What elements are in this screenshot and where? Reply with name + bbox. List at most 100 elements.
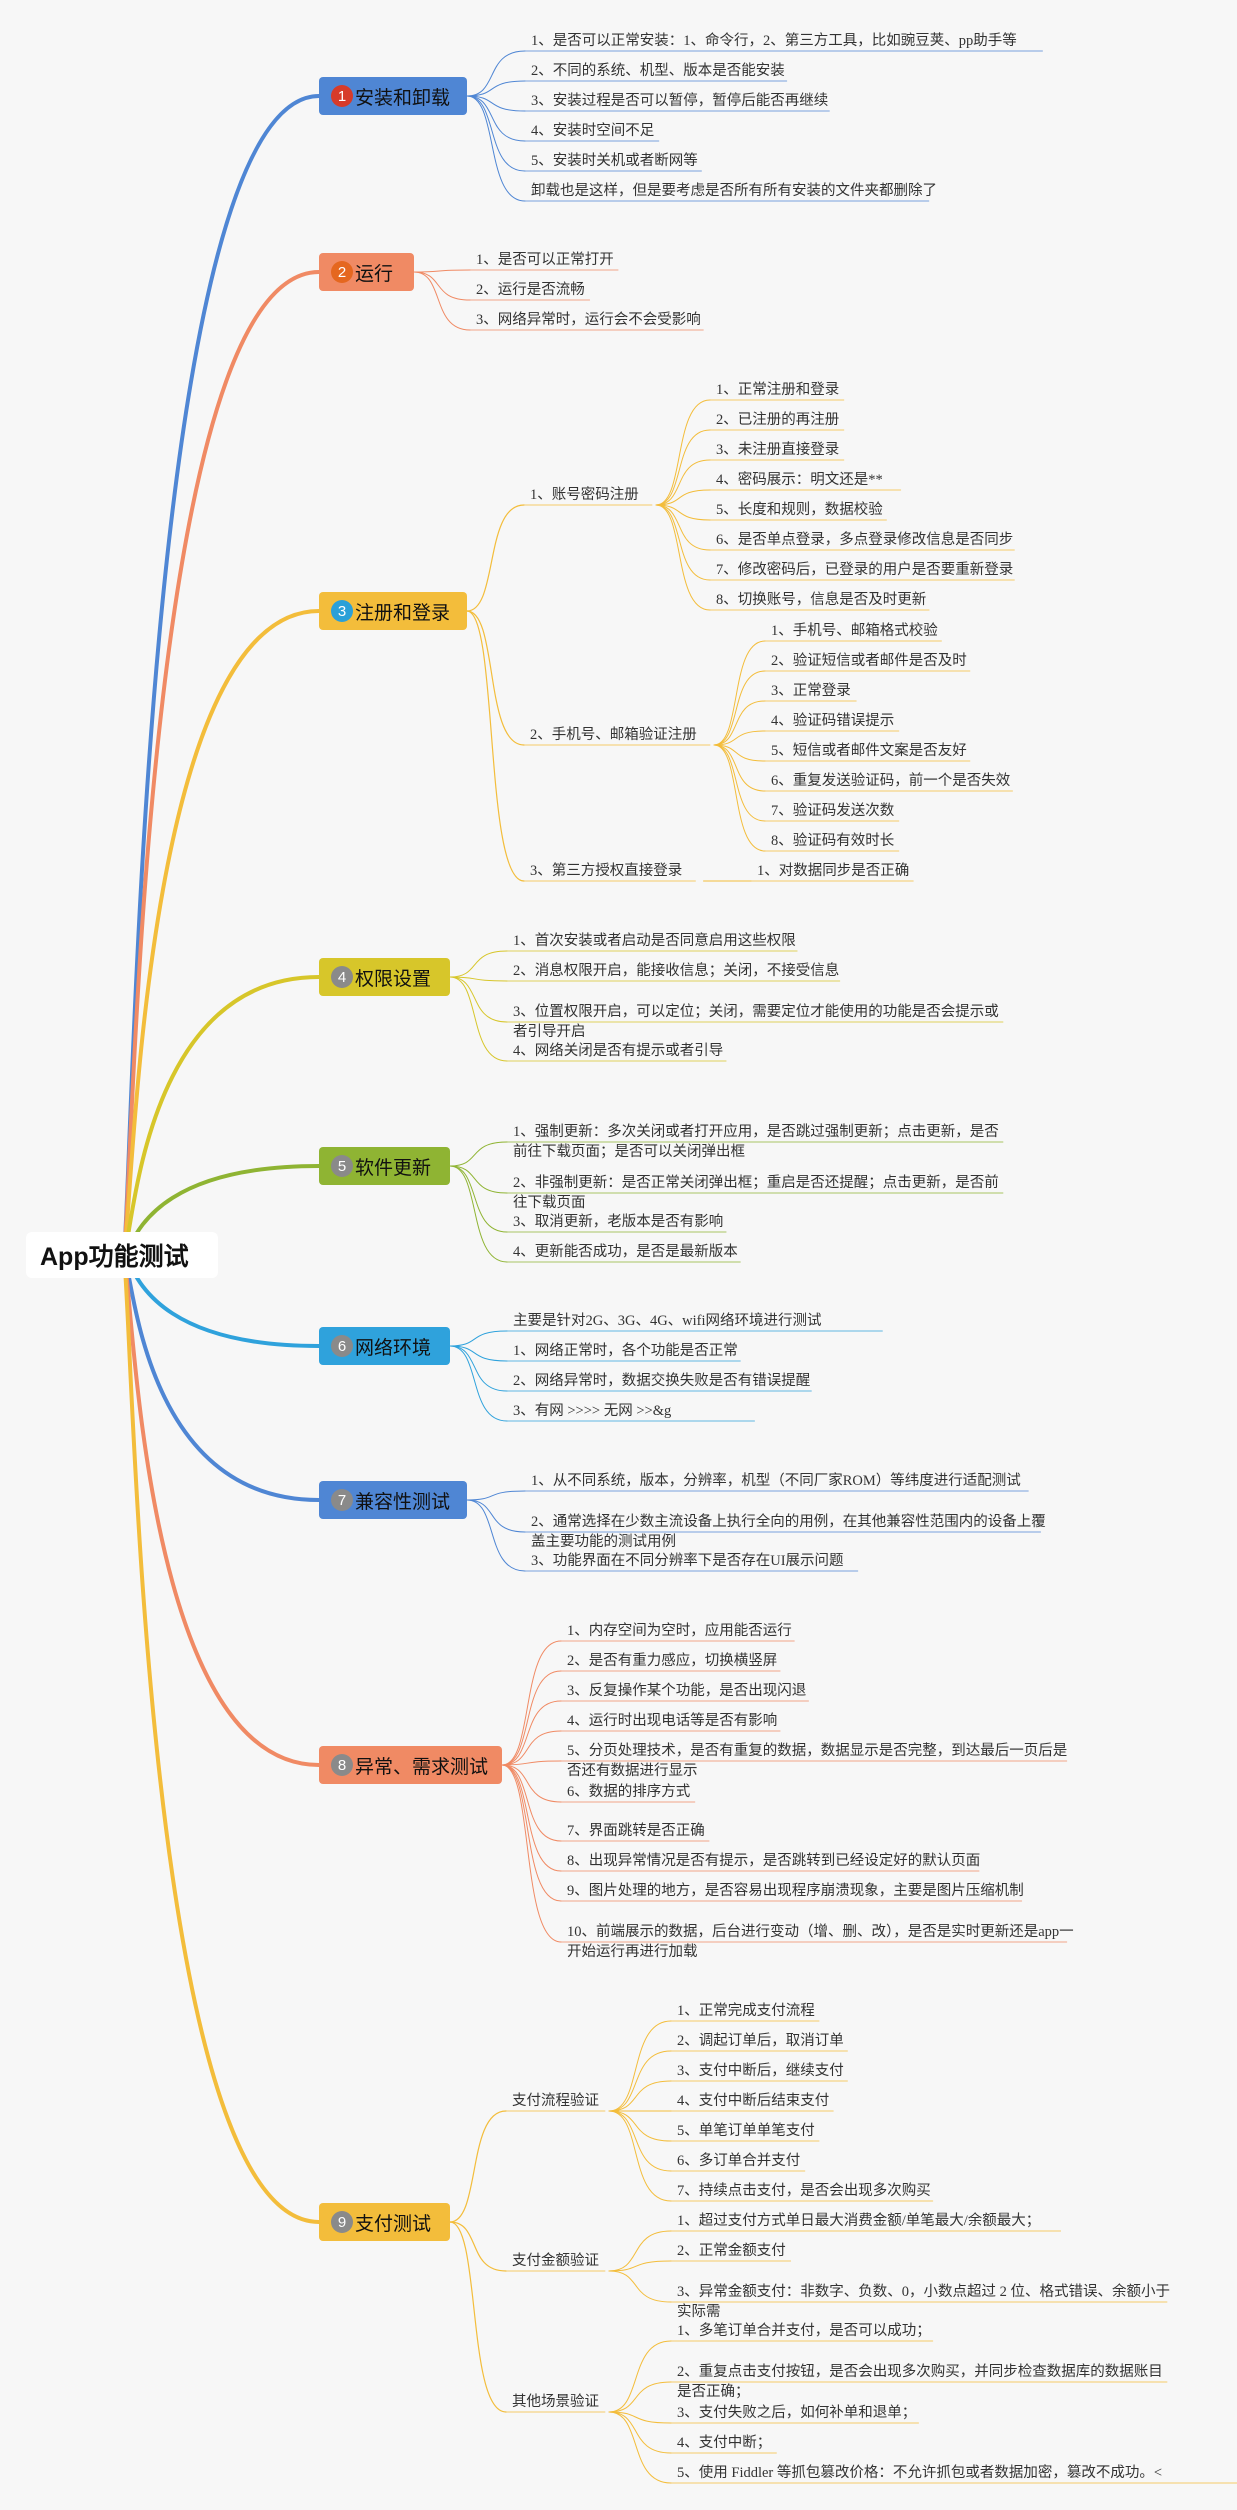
leaf-item: 2、正常金额支付 xyxy=(677,2243,786,2259)
leaf-item: 3、位置权限开启，可以定位；关闭，需要定位才能使用的功能是否会提示或者引导开启 xyxy=(513,1004,999,1040)
leaf-connector xyxy=(449,976,508,982)
leaf-item: 3、支付中断后，继续支付 xyxy=(677,2063,844,2079)
sub-branch-label[interactable]: 其他场景验证 xyxy=(512,2394,599,2410)
leaf-item: 4、验证码错误提示 xyxy=(771,713,895,729)
leaf-item: 3、支付失败之后，如何补单和退单； xyxy=(677,2405,917,2421)
leaf-item: 卸载也是这样，但是要考虑是否所有所有安装的文件夹都删除了 xyxy=(531,183,937,199)
leaf-connector xyxy=(608,2020,672,2112)
branch-label: 安装和卸载 xyxy=(355,87,451,109)
leaf-connector xyxy=(713,744,766,852)
sub-connector xyxy=(449,2221,507,2272)
leaf-item: 2、通常选择在少数主流设备上执行全向的用例，在其他兼容性范围内的设备上覆盖主要功… xyxy=(531,1514,1046,1550)
leaf-connector xyxy=(466,80,526,97)
leaf-connector xyxy=(713,700,766,746)
branch-number-badge: 6 xyxy=(331,1335,353,1357)
leaf-item: 3、正常登录 xyxy=(771,683,851,699)
sub-branch-label[interactable]: 1、账号密码注册 xyxy=(530,487,639,503)
branch-label: 兼容性测试 xyxy=(355,1491,451,1513)
leaf-item: 5、短信或者邮件文案是否友好 xyxy=(771,743,967,759)
leaf-item: 1、手机号、邮箱格式校验 xyxy=(771,623,938,639)
branch-number-badge: 8 xyxy=(331,1754,353,1776)
leaf-item: 1、首次安装或者启动是否同意启用这些权限 xyxy=(513,933,796,949)
leaf-item: 4、支付中断； xyxy=(677,2435,772,2451)
leaf-connector xyxy=(449,1330,508,1347)
main-branch-line xyxy=(122,1253,321,2224)
sub-branch-label[interactable]: 2、手机号、邮箱验证注册 xyxy=(530,727,697,743)
leaf-connector xyxy=(501,1764,562,1803)
sub-branch-label[interactable]: 支付流程验证 xyxy=(512,2093,599,2109)
leaf-connector xyxy=(466,95,526,172)
leaf-connector xyxy=(655,504,711,611)
leaf-connector xyxy=(501,1670,562,1766)
leaf-item: 4、密码展示：明文还是** xyxy=(716,472,883,488)
leaf-item: 5、安装时关机或者断网等 xyxy=(531,153,698,169)
leaf-connector xyxy=(608,2270,672,2303)
leaf-item: 7、界面跳转是否正确 xyxy=(567,1823,705,1839)
leaf-item: 1、从不同系统，版本，分辨率，机型（不同厂家ROM）等纬度进行适配测试 xyxy=(531,1473,1021,1489)
branch-label: 软件更新 xyxy=(355,1157,432,1179)
root-node[interactable]: App功能测试 xyxy=(26,1232,218,1278)
leaf-item: 6、重复发送验证码，前一个是否失效 xyxy=(771,773,1011,789)
leaf-connector xyxy=(449,976,508,1023)
leaf-connector xyxy=(449,1165,508,1263)
leaf-connector xyxy=(608,2110,672,2202)
leaf-connector xyxy=(713,730,766,746)
main-branch-line xyxy=(122,270,321,1257)
sub-connector xyxy=(449,2110,507,2223)
leaf-item: 2、重复点击支付按钮，是否会出现多次购买，并同步检查数据库的数据账目是否正确； xyxy=(677,2364,1163,2400)
leaf-connector xyxy=(501,1764,562,1872)
leaf-item: 2、验证短信或者邮件是否及时 xyxy=(771,653,967,669)
leaf-connector xyxy=(608,2411,672,2424)
leaf-connector xyxy=(501,1730,562,1766)
leaf-connector xyxy=(655,504,711,551)
sub-connector xyxy=(466,610,525,746)
main-branch-line xyxy=(122,609,321,1257)
leaf-connector xyxy=(608,2340,672,2413)
main-branch-line xyxy=(122,1253,321,1502)
branch-number-badge: 5 xyxy=(331,1155,353,1177)
leaf-connector xyxy=(655,489,711,506)
leaf-connector xyxy=(466,1490,526,1501)
leaf-connector xyxy=(608,2411,672,2454)
leaf-item: 1、正常注册和登录 xyxy=(716,382,840,398)
leaf-item: 1、正常完成支付流程 xyxy=(677,2003,815,2019)
leaf-item: 2、调起订单后，取消订单 xyxy=(677,2033,844,2049)
leaf-connector xyxy=(501,1764,562,1842)
sub-branch-label[interactable]: 支付金额验证 xyxy=(512,2253,599,2269)
leaf-item: 5、使用 Fiddler 等抓包篡改价格：不允许抓包或者数据加密，篡改不成功。< xyxy=(677,2465,1163,2481)
leaf-item: 3、未注册直接登录 xyxy=(716,442,840,458)
leaf-item: 6、数据的排序方式 xyxy=(567,1784,691,1800)
sub-branch-label[interactable]: 3、第三方授权直接登录 xyxy=(530,863,683,879)
branch-number-badge: 9 xyxy=(331,2211,353,2233)
leaf-item: 1、是否可以正常安装：1、命令行，2、第三方工具，比如豌豆荚、pp助手等 xyxy=(531,33,1017,49)
leaf-connector xyxy=(713,670,766,746)
leaf-item: 7、验证码发送次数 xyxy=(771,803,895,819)
leaf-connector xyxy=(466,50,526,97)
leaf-item: 5、分页处理技术，是否有重复的数据，数据显示是否完整，到达最后一页后是否还有数据… xyxy=(567,1743,1068,1779)
leaf-connector xyxy=(608,2050,672,2112)
leaf-item: 1、是否可以正常打开 xyxy=(476,252,614,268)
leaf-item: 5、长度和规则，数据校验 xyxy=(716,502,883,518)
leaf-item: 1、对数据同步是否正确 xyxy=(757,863,910,879)
leaf-connector xyxy=(449,1165,508,1233)
leaf-item: 3、取消更新，老版本是否有影响 xyxy=(513,1214,724,1230)
leaf-item: 4、支付中断后结束支付 xyxy=(677,2093,830,2109)
leaf-connector xyxy=(713,744,766,792)
leaf-connector xyxy=(655,504,711,521)
leaf-connector xyxy=(466,1499,526,1572)
leaf-connector xyxy=(449,976,508,1062)
branch-number-badge: 2 xyxy=(331,261,353,283)
leaf-connector xyxy=(413,269,471,273)
sub-connector xyxy=(466,610,525,882)
sub-connector xyxy=(449,2221,507,2413)
leaf-item: 4、更新能否成功，是否是最新版本 xyxy=(513,1244,738,1260)
